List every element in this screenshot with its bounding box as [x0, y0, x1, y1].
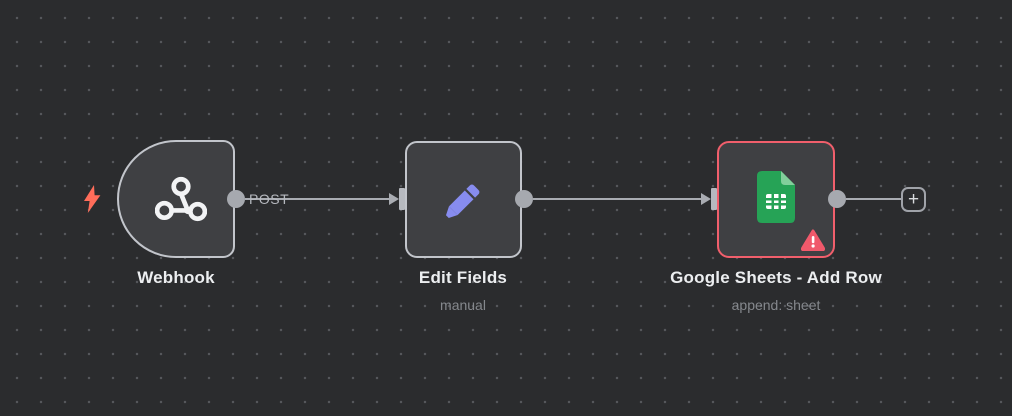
webhook-output-port[interactable] — [227, 190, 245, 208]
edit-fields-input-port[interactable] — [399, 188, 405, 210]
connection-wire — [533, 198, 703, 201]
edit-fields-output-port[interactable] — [515, 190, 533, 208]
warning-triangle-icon — [801, 229, 825, 251]
node-edit-fields-subtitle: manual — [440, 297, 486, 313]
webhook-icon — [155, 173, 207, 225]
connection-label-post: POST — [249, 191, 290, 207]
node-edit-fields-label: Edit Fields — [418, 268, 508, 287]
node-webhook[interactable] — [117, 140, 235, 258]
node-edit-fields[interactable] — [405, 141, 522, 258]
connection-wire — [245, 198, 391, 201]
lightning-bolt-icon — [82, 185, 102, 213]
add-node-button[interactable]: + — [901, 187, 926, 212]
google-sheets-icon — [757, 170, 795, 223]
node-google-sheets-label: Google Sheets - Add Row — [670, 268, 882, 287]
connection-wire — [846, 198, 901, 201]
connection-arrow-icon — [389, 192, 399, 205]
node-webhook-label: Webhook — [137, 268, 215, 287]
pencil-icon — [436, 172, 492, 228]
connection-arrow-icon — [701, 192, 711, 205]
node-google-sheets-subtitle: append: sheet — [731, 297, 821, 313]
google-sheets-output-port[interactable] — [828, 190, 846, 208]
google-sheets-input-port[interactable] — [711, 188, 717, 210]
node-google-sheets[interactable] — [717, 141, 835, 258]
